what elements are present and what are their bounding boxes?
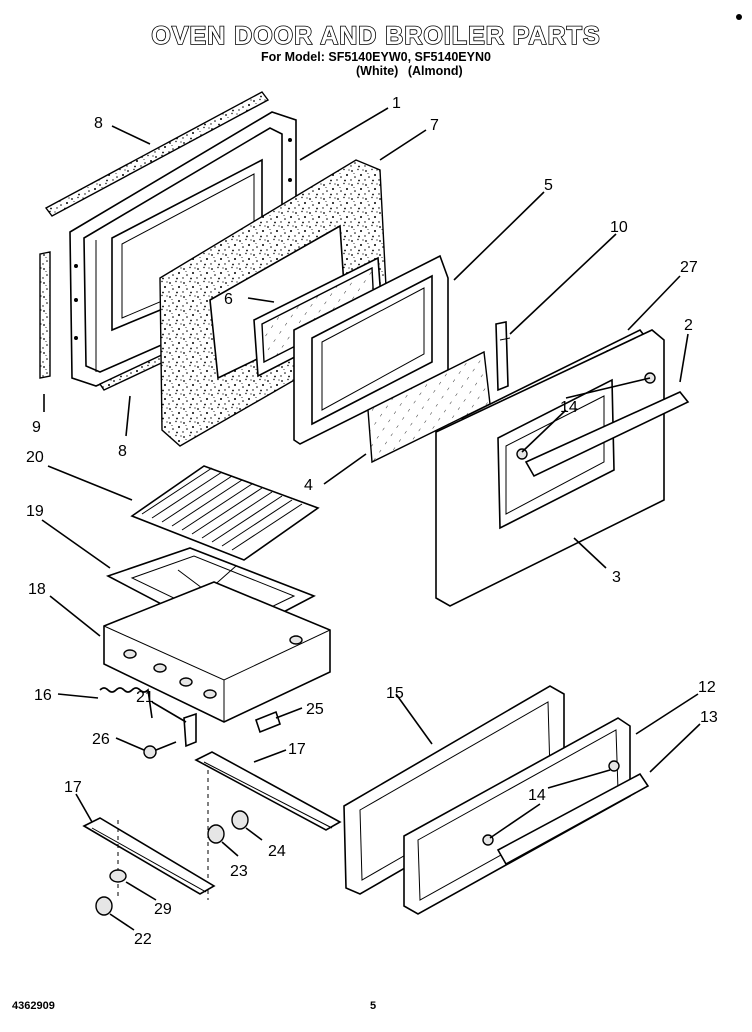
callout-25: 25 bbox=[306, 701, 324, 718]
callout-17-lower: 17 bbox=[64, 779, 82, 796]
callout-17-upper: 17 bbox=[288, 741, 306, 758]
callout-6: 6 bbox=[224, 291, 233, 308]
leader-lines bbox=[41, 107, 701, 931]
part-9-side-gasket bbox=[39, 251, 51, 379]
callout-8-lower: 8 bbox=[118, 443, 127, 460]
callout-26: 26 bbox=[92, 731, 110, 748]
part-10-bracket bbox=[495, 321, 511, 392]
callout-29: 29 bbox=[154, 901, 172, 918]
callout-16: 16 bbox=[34, 687, 52, 704]
part-8-upper-gasket bbox=[44, 91, 270, 217]
part-20-broiler-grid bbox=[130, 465, 320, 561]
part-22-roller bbox=[95, 896, 113, 916]
part-21-latch bbox=[183, 712, 197, 748]
callout-9: 9 bbox=[32, 419, 41, 436]
color-variants: (White) (Almond) bbox=[356, 64, 463, 78]
part-16-spring bbox=[99, 687, 153, 719]
callout-20: 20 bbox=[26, 449, 44, 466]
callout-24: 24 bbox=[268, 843, 286, 860]
callout-13: 13 bbox=[700, 709, 718, 726]
registration-mark bbox=[736, 14, 742, 20]
callout-15: 15 bbox=[386, 685, 404, 702]
callout-12: 12 bbox=[698, 679, 716, 696]
callout-18: 18 bbox=[28, 581, 46, 598]
callout-10: 10 bbox=[610, 219, 628, 236]
part-2-handle bbox=[516, 372, 690, 478]
part-23-roller bbox=[207, 824, 225, 844]
callout-1: 1 bbox=[392, 95, 401, 112]
part-24-roller bbox=[231, 810, 249, 830]
callout-21: 21 bbox=[136, 689, 154, 706]
callout-14-lower: 14 bbox=[528, 787, 546, 804]
callout-23: 23 bbox=[230, 863, 248, 880]
model-line: For Model: SF5140EYW0, SF5140EYN0 bbox=[261, 50, 491, 64]
part-26-screw bbox=[143, 741, 177, 759]
part-18-broiler-drawer bbox=[103, 581, 331, 723]
part-29-stop bbox=[109, 869, 127, 883]
page-title: OVEN DOOR AND BROILER PARTS bbox=[151, 21, 601, 51]
variant-almond: (Almond) bbox=[407, 64, 463, 78]
callout-7: 7 bbox=[430, 117, 439, 134]
callout-2: 2 bbox=[684, 317, 693, 334]
callout-3: 3 bbox=[612, 569, 621, 586]
callout-14-upper: 14 bbox=[560, 399, 578, 416]
callout-4: 4 bbox=[304, 477, 313, 494]
variant-white: (White) bbox=[356, 64, 399, 78]
page-number: 5 bbox=[370, 1000, 377, 1012]
part-25-clip bbox=[255, 710, 281, 734]
callout-5: 5 bbox=[544, 177, 553, 194]
callout-8-upper: 8 bbox=[94, 115, 103, 132]
callout-19: 19 bbox=[26, 503, 44, 520]
callout-22: 22 bbox=[134, 931, 152, 948]
callout-labels: 8 1 7 5 10 27 2 6 9 8 14 4 20 19 3 18 16… bbox=[26, 95, 718, 948]
callout-27: 27 bbox=[680, 259, 698, 276]
document-number: 4362909 bbox=[12, 1000, 55, 1012]
part-17-lower-rail bbox=[82, 817, 216, 900]
